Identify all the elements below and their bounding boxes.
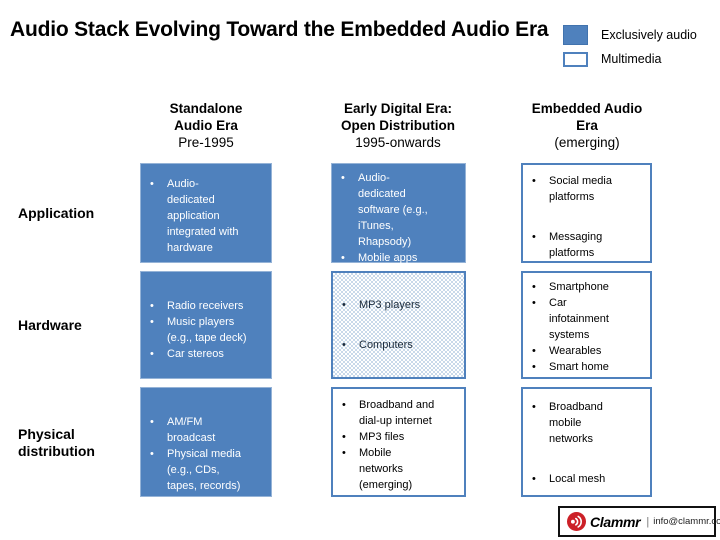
brand-logo-box: Clammr | info@clammr.com [558,506,720,537]
legend-swatch-exclusively-audio [563,25,588,45]
bullet-item: Audio- dedicated application integrated … [141,176,271,256]
bullet-item: Wearables [523,343,650,359]
cell-application-early-digital: Audio- dedicated software (e.g., iTunes,… [331,163,466,266]
bullet-item: Local mesh [523,471,650,487]
page-title: Audio Stack Evolving Toward the Embedded… [10,18,549,41]
bullet-list: Audio- dedicated software (e.g., iTunes,… [332,170,465,266]
bullet-item: Car infotainment systems [523,295,650,343]
column-title: Embedded Audio Era [531,101,643,133]
bullet-item: Radio receivers [141,298,271,314]
bullet-item: Mobile apps [332,250,465,266]
cell-hardware-standalone: Radio receiversMusic players (e.g., tape… [140,271,272,379]
cell-application-embedded: Social media platformsMessaging platform… [521,163,652,263]
clammr-sound-wave-icon [567,512,586,531]
bullet-item: Broadband and dial-up internet [333,397,464,429]
bullet-list: Radio receiversMusic players (e.g., tape… [141,298,271,362]
bullet-list: Social media platformsMessaging platform… [523,173,650,261]
column-subtitle: Pre-1995 [178,135,234,150]
bullet-list: Audio- dedicated application integrated … [141,176,271,256]
bullet-item: Smart home [523,359,650,375]
column-header-standalone-audio-era: Standalone Audio Era Pre-1995 [136,100,276,151]
bullet-item: Car stereos [141,346,271,362]
bullet-item: Mobile networks (emerging) [333,445,464,493]
cell-physical-distribution-early-digital: Broadband and dial-up internetMP3 filesM… [331,387,466,497]
bullet-item: Messaging platforms [523,229,650,261]
bullet-list: MP3 playersComputers [333,297,464,353]
bullet-item: MP3 files [333,429,464,445]
legend-label-exclusively-audio: Exclusively audio [601,28,697,42]
column-subtitle: 1995-onwards [355,135,441,150]
bullet-item: Physical media (e.g., CDs, tapes, record… [141,446,271,494]
legend-swatch-multimedia [563,52,588,67]
column-subtitle: (emerging) [554,135,620,150]
legend-label-multimedia: Multimedia [601,52,662,66]
bullet-item: Broadband mobile networks [523,399,650,447]
contact-email: info@clammr.com [653,516,720,527]
column-title: Standalone Audio Era [169,101,243,133]
row-label-application: Application [18,205,95,221]
cell-hardware-early-digital: MP3 playersComputers [331,271,466,379]
bullet-item: Smartphone [523,279,650,295]
cell-physical-distribution-standalone: AM/FM broadcastPhysical media (e.g., CDs… [140,387,272,497]
bullet-item: Music players (e.g., tape deck) [141,314,271,346]
row-label-hardware: Hardware [18,317,82,333]
bullet-list: SmartphoneCar infotainment systemsWearab… [523,279,650,375]
bullet-item: AM/FM broadcast [141,414,271,446]
bullet-item: Audio- dedicated software (e.g., iTunes,… [332,170,465,250]
bullet-item: MP3 players [333,297,464,313]
bullet-list: Broadband mobile networksLocal mesh [523,399,650,487]
column-title: Early Digital Era: Open Distribution [341,101,455,133]
cell-application-standalone: Audio- dedicated application integrated … [140,163,272,263]
logo-divider: | [646,515,650,528]
cell-hardware-embedded: SmartphoneCar infotainment systemsWearab… [521,271,652,379]
bullet-item: Social media platforms [523,173,650,205]
bullet-list: Broadband and dial-up internetMP3 filesM… [333,397,464,493]
column-header-early-digital-era: Early Digital Era: Open Distribution 199… [318,100,478,151]
row-label-physical-distribution: Physical distribution [18,426,95,459]
column-header-embedded-audio-era: Embedded Audio Era (emerging) [507,100,667,151]
bullet-list: AM/FM broadcastPhysical media (e.g., CDs… [141,414,271,494]
cell-physical-distribution-embedded: Broadband mobile networksLocal mesh [521,387,652,497]
brand-name: Clammr [590,513,641,530]
bullet-item: Computers [333,337,464,353]
